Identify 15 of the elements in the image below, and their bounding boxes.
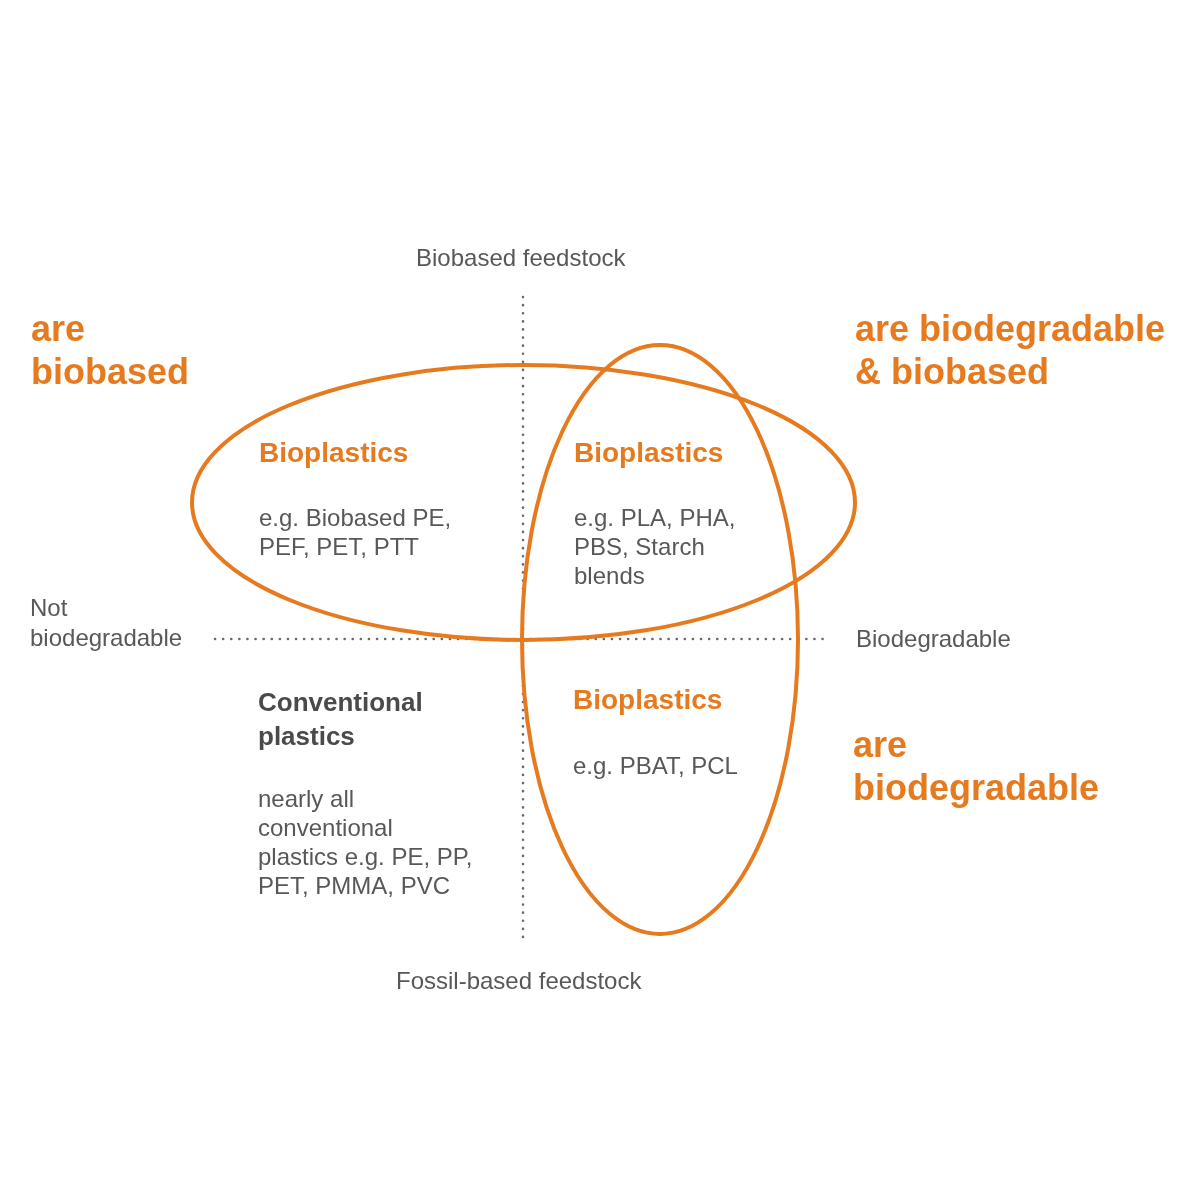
node-title: Bioplastics (573, 683, 723, 717)
node-title: Bioplastics (574, 436, 724, 470)
group-heading: Conventional plastics (258, 686, 424, 753)
axis-label: Fossil-based feedstock (396, 966, 643, 996)
axis-label: Biobased feedstock (416, 243, 627, 273)
axis-label: Biodegradable (856, 624, 1012, 654)
category-label: are biobased (31, 307, 191, 393)
category-label: are biodegradable & biobased (855, 307, 1167, 393)
example-text: e.g. PBAT, PCL (573, 751, 739, 780)
node-title: Bioplastics (259, 436, 409, 470)
example-text: e.g. Biobased PE, PEF, PET, PTT (259, 503, 453, 561)
example-text: nearly all conventional plastics e.g. PE, PP, PET, PMMA, PVC (258, 784, 474, 900)
axis-label: Not biodegradable (30, 593, 184, 653)
category-label: are biodegradable (853, 723, 1101, 809)
example-text: e.g. PLA, PHA, PBS, Starch blends (574, 503, 737, 590)
